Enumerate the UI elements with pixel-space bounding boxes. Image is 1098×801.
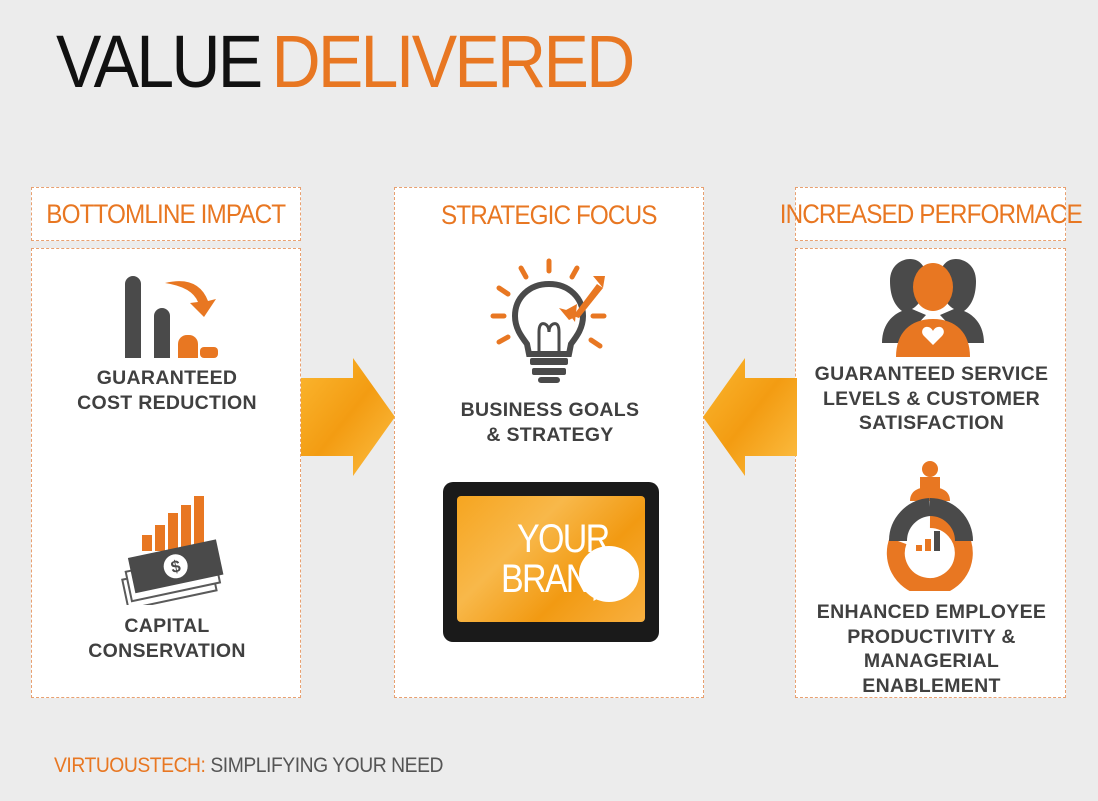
title-word-value: VALUE bbox=[56, 20, 263, 103]
cost-reduction-label: GUARANTEED COST REDUCTION bbox=[77, 367, 257, 414]
right-panel: GUARANTEED SERVICE LEVELS & CUSTOMER SAT… bbox=[795, 248, 1066, 698]
capital-conservation-label: CAPITAL CONSERVATION bbox=[88, 615, 246, 662]
footer-brand: VIRTUOUSTECH: bbox=[54, 754, 206, 777]
left-arrow bbox=[703, 358, 797, 476]
footer: VIRTUOUSTECH: SIMPLIFYING YOUR NEED bbox=[54, 754, 443, 778]
right-panel-header-box: INCREASED PERFORMACE bbox=[779, 187, 1082, 241]
left-panel-header-box: BOTTOMLINE IMPACT bbox=[31, 187, 301, 241]
right-panel-header: INCREASED PERFORMACE bbox=[779, 198, 1082, 229]
speech-bubble-shape bbox=[579, 546, 639, 602]
left-panel: GUARANTEED COST REDUCTION $ CAPITAL CONS… bbox=[31, 248, 301, 698]
right-arrow bbox=[301, 358, 395, 476]
svg-text:$: $ bbox=[169, 556, 183, 577]
decreasing-bars-icon bbox=[125, 276, 218, 358]
tablet-icon: YOUR BRAN bbox=[443, 482, 659, 642]
people-heart-icon bbox=[882, 259, 984, 357]
business-goals-label: BUSINESS GOALS & STRATEGY bbox=[460, 399, 640, 446]
service-levels-label: GUARANTEED SERVICE LEVELS & CUSTOMER SAT… bbox=[814, 363, 1049, 434]
center-panel: STRATEGIC FOCUS BUSINESS GOALS & STRATEG… bbox=[394, 187, 704, 698]
money-growth-icon: $ bbox=[121, 496, 224, 605]
footer-tagline: SIMPLIFYING YOUR NEED bbox=[205, 754, 443, 777]
left-panel-header: BOTTOMLINE IMPACT bbox=[46, 198, 287, 229]
title-word-delivered: DELIVERED bbox=[271, 20, 635, 103]
tablet-text-line2: BRAN bbox=[501, 557, 590, 601]
center-panel-header: STRATEGIC FOCUS bbox=[441, 199, 657, 230]
lightbulb-target-icon bbox=[490, 258, 607, 383]
employee-productivity-label: ENHANCED EMPLOYEE PRODUCTIVITY & MANAGER… bbox=[816, 601, 1047, 697]
person-gauge-icon bbox=[886, 461, 973, 591]
tablet-screen: YOUR BRAN bbox=[457, 496, 645, 622]
